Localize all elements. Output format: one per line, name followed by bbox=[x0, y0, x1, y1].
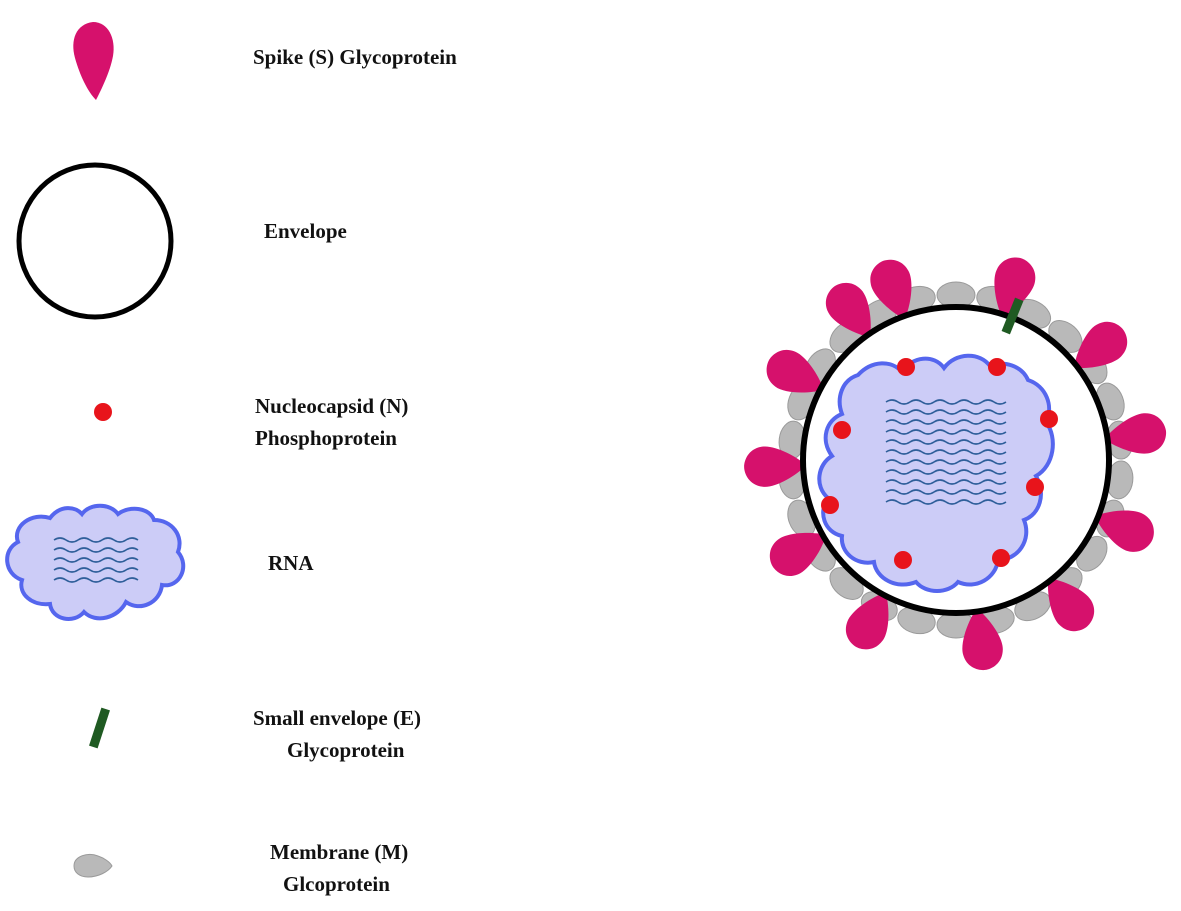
virion bbox=[744, 257, 1167, 671]
nucleocapsid-dot bbox=[988, 358, 1006, 376]
spike-protein bbox=[845, 592, 889, 650]
rna-strand bbox=[885, 499, 1007, 505]
virion-small-envelope-icon bbox=[1001, 297, 1024, 335]
label-rna: RNA bbox=[268, 551, 314, 575]
rna-strand bbox=[885, 439, 1007, 445]
legend-labels: Spike (S) Glycoprotein Envelope Nucleoca… bbox=[253, 45, 457, 896]
spike-protein bbox=[1104, 413, 1167, 454]
rna-strand bbox=[885, 479, 1007, 485]
spike-protein bbox=[870, 259, 912, 320]
label-small-envelope: Small envelope (E) bbox=[253, 706, 421, 730]
legend bbox=[5, 22, 186, 878]
spike-protein bbox=[1047, 578, 1095, 632]
label-spike: Spike (S) Glycoprotein bbox=[253, 45, 457, 69]
label-membrane-glcoprotein: Glcoprotein bbox=[283, 872, 390, 896]
nucleocapsid-dot-icon bbox=[94, 403, 112, 421]
virion-nucleocapsid-dots bbox=[821, 358, 1058, 569]
label-envelope: Envelope bbox=[264, 219, 347, 243]
rna-strand bbox=[885, 459, 1007, 465]
nucleocapsid-dot bbox=[992, 549, 1010, 567]
rna-strand bbox=[885, 469, 1007, 475]
label-nucleocapsid: Nucleocapsid (N) bbox=[255, 394, 408, 418]
membrane-blob-icon bbox=[73, 853, 113, 878]
nucleocapsid-dot bbox=[1026, 478, 1044, 496]
nucleocapsid-dot bbox=[821, 496, 839, 514]
rna-strand bbox=[885, 429, 1007, 435]
label-phosphoprotein: Phosphoprotein bbox=[255, 426, 397, 450]
rna-strand bbox=[885, 489, 1007, 495]
nucleocapsid-dot bbox=[897, 358, 915, 376]
spike-protein bbox=[766, 349, 824, 393]
spike-icon bbox=[73, 22, 114, 100]
spike-protein bbox=[744, 446, 807, 487]
spike-protein bbox=[1074, 321, 1128, 369]
rna-strand bbox=[885, 399, 1007, 405]
rna-strand bbox=[885, 409, 1007, 415]
envelope-circle-icon bbox=[16, 162, 174, 320]
spike-protein bbox=[769, 532, 827, 576]
nucleocapsid-dot bbox=[1040, 410, 1058, 428]
spike-protein bbox=[825, 282, 871, 338]
small-envelope-bar-icon bbox=[89, 707, 110, 749]
spike-protein bbox=[1095, 510, 1154, 552]
nucleocapsid-dot bbox=[894, 551, 912, 569]
rna-cloud-icon bbox=[5, 503, 186, 621]
spike-protein bbox=[962, 608, 1003, 671]
nucleocapsid-dot bbox=[833, 421, 851, 439]
rna-strand bbox=[885, 449, 1007, 455]
spike-protein bbox=[994, 257, 1036, 318]
rna-strand bbox=[885, 419, 1007, 425]
spike-protein-ring bbox=[744, 257, 1167, 671]
label-small-envelope-glycoprotein: Glycoprotein bbox=[287, 738, 405, 762]
label-membrane: Membrane (M) bbox=[270, 840, 408, 864]
